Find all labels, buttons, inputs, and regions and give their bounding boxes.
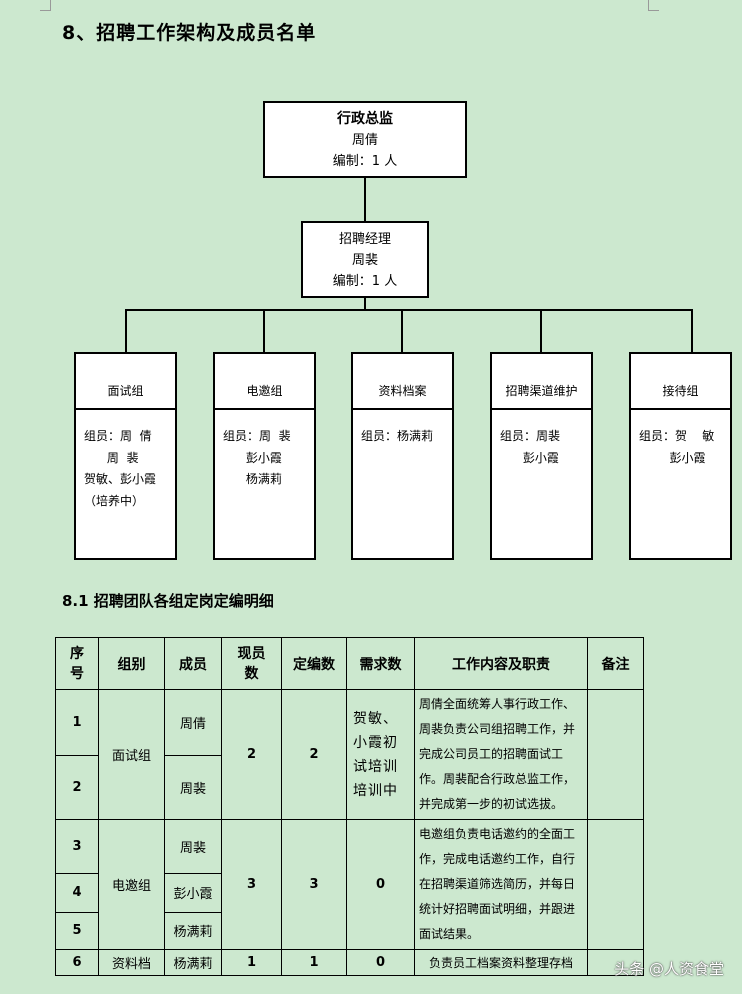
header-need: 需求数: [346, 637, 415, 690]
header-quota: 定编数: [281, 637, 347, 690]
connector-line: [125, 309, 127, 353]
table-row: 5 杨满莉: [55, 911, 644, 951]
group-title: 资料档案: [353, 354, 452, 410]
row-seq: 3: [55, 819, 99, 874]
group-cell: 电邀组: [98, 819, 165, 950]
connector-line: [263, 309, 265, 353]
duty-cell: 周倩全面统筹人事行政工作、周裴负责公司组招聘工作，并完成公司员工的招聘面试工作。…: [414, 689, 588, 820]
remark-cell: [587, 949, 644, 976]
director-count: 编制：1 人: [332, 154, 398, 169]
connector-line: [540, 309, 542, 353]
header-group: 组别: [98, 637, 165, 690]
quota-cell: 3: [281, 819, 347, 950]
corner-mark-left: [40, 0, 51, 11]
header-member: 成员: [164, 637, 222, 690]
connector-line: [401, 309, 403, 353]
member-cell: 周裴: [164, 755, 222, 820]
section-heading: 8、招聘工作架构及成员名单: [62, 22, 317, 44]
header-current: 现员 数: [221, 637, 282, 690]
need-cell: 0: [346, 819, 415, 950]
manager-name: 周裴: [351, 253, 378, 268]
table-row: 6 资料档 杨满莉 1 1 0 负责员工档案资料整理存档: [55, 949, 644, 976]
subsection-heading: 8.1 招聘团队各组定岗定编明细: [62, 592, 274, 610]
group-title: 接待组: [631, 354, 730, 410]
group-members: 组员：周裴 彭小霞: [500, 429, 561, 465]
quota-cell: 1: [281, 949, 347, 976]
manager-title: 招聘经理: [338, 232, 391, 247]
table-row: 1 面试组 周倩 2 2 贺敏、小霞初试培训培训中 周倩全面统筹人事行政工作、周…: [55, 688, 644, 820]
current-cell: 1: [221, 949, 282, 976]
need-cell: 贺敏、小霞初试培训培训中: [346, 689, 415, 820]
row-seq: 6: [55, 949, 99, 976]
table-row: 4 彭小霞: [55, 872, 644, 913]
group-members: 组员：贺 敏 彭小霞: [639, 429, 715, 465]
connector-line: [364, 298, 366, 310]
table-header-row: 序 号 组别 成员 现员 数 定编数 需求数 工作内容及职责 备注: [55, 637, 644, 690]
manager-box: 招聘经理 周裴 编制：1 人: [301, 221, 429, 298]
director-title: 行政总监: [337, 111, 393, 127]
row-seq: 4: [55, 872, 99, 913]
quota-cell: 2: [281, 689, 347, 820]
group-members: 组员：周 倩 周 裴 贺敏、彭小霞 （培养中）: [84, 429, 157, 508]
row-seq: 2: [55, 755, 99, 820]
header-remark: 备注: [587, 637, 644, 690]
watermark: 头条 @人资食堂: [614, 960, 724, 978]
connector-line: [691, 309, 693, 353]
group-members: 组员：杨满莉: [361, 429, 434, 443]
current-cell: 2: [221, 689, 282, 820]
header-seq: 序 号: [55, 637, 99, 690]
group-cell: 面试组: [98, 689, 165, 820]
duty-cell: 电邀组负责电话邀约的全面工作，完成电话邀约工作，自行在招聘渠道筛选简历，并每日统…: [414, 819, 588, 950]
remark-cell: [587, 819, 644, 950]
group-box-phone: 电邀组 组员：周 裴 彭小霞 杨满莉: [213, 352, 316, 560]
connector-line: [125, 309, 693, 311]
duty-cell: 负责员工档案资料整理存档: [414, 949, 588, 976]
group-box-reception: 接待组 组员：贺 敏 彭小霞: [629, 352, 732, 560]
current-cell: 3: [221, 819, 282, 950]
group-title: 面试组: [76, 354, 175, 410]
table-row: 2 周裴: [55, 755, 644, 820]
group-box-channel: 招聘渠道维护 组员：周裴 彭小霞: [490, 352, 593, 560]
group-title: 电邀组: [215, 354, 314, 410]
connector-line: [364, 178, 366, 221]
staffing-table: 序 号 组别 成员 现员 数 定编数 需求数 工作内容及职责 备注 1 面试组 …: [55, 637, 644, 976]
table-row: 3 电邀组 周裴 3 3 0 电邀组负责电话邀约的全面工作，完成电话邀约工作，自…: [55, 819, 644, 950]
director-box: 行政总监 周倩 编制：1 人: [263, 101, 467, 178]
header-duty: 工作内容及职责: [414, 637, 588, 690]
group-cell: 资料档: [98, 949, 165, 976]
manager-count: 编制：1 人: [332, 274, 398, 289]
row-seq: 5: [55, 911, 99, 951]
member-cell: 杨满莉: [164, 949, 222, 976]
remark-cell: [587, 689, 644, 820]
group-members: 组员：周 裴 彭小霞 杨满莉: [223, 429, 291, 486]
row-seq: 1: [55, 688, 99, 757]
member-cell: 杨满莉: [164, 911, 222, 951]
member-cell: 周裴: [164, 819, 222, 874]
corner-mark-right: [648, 0, 659, 11]
member-cell: 彭小霞: [164, 872, 222, 913]
director-name: 周倩: [351, 133, 378, 148]
group-box-archive: 资料档案 组员：杨满莉: [351, 352, 454, 560]
need-cell: 0: [346, 949, 415, 976]
member-cell: 周倩: [164, 688, 222, 757]
group-title: 招聘渠道维护: [492, 354, 591, 410]
group-box-interview: 面试组 组员：周 倩 周 裴 贺敏、彭小霞 （培养中）: [74, 352, 177, 560]
